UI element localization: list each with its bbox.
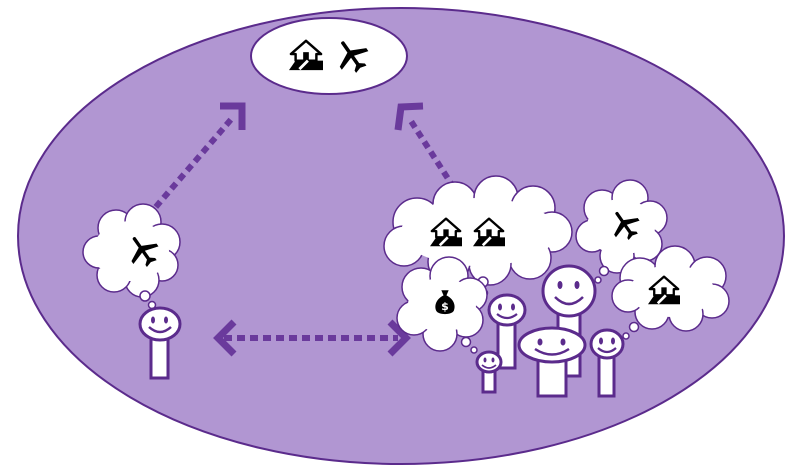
- individual-thought-bubble: [82, 203, 181, 310]
- goal-bubble: [250, 17, 408, 95]
- individual-person: [138, 306, 182, 380]
- arrow-individual-group-exchange: [213, 319, 411, 357]
- group-money-thought-bubble: [396, 256, 488, 354]
- group-people: [475, 264, 625, 398]
- group-person-middle: [487, 293, 527, 370]
- arrow-group-to-goal: [394, 102, 457, 190]
- group-person-wide: [517, 326, 587, 398]
- group-person-small: [475, 350, 503, 394]
- group-house-thought-bubble: [611, 245, 730, 340]
- arrow-individual-to-goal: [145, 102, 246, 218]
- group-person-right: [589, 328, 625, 398]
- group-plane-thought-bubble: [575, 179, 668, 284]
